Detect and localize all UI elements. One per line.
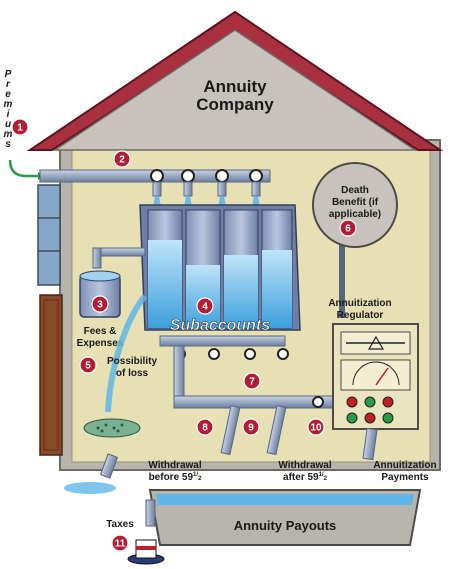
loss-leak-stream	[105, 294, 148, 413]
premiums-letter: m	[4, 99, 13, 110]
roof	[26, 10, 444, 151]
withdrawal-before-label-1: Withdrawal	[148, 460, 201, 471]
svg-text:9: 9	[248, 423, 254, 434]
svg-text:1: 1	[17, 123, 23, 134]
premiums-letter: r	[6, 79, 11, 90]
marker-10: 10	[307, 418, 325, 436]
marker-5: 5	[79, 356, 97, 374]
loss-label-1: Possibility	[107, 356, 157, 367]
marker-9: 9	[242, 418, 260, 436]
marker-6: 6	[339, 219, 357, 237]
svg-text:2: 2	[119, 155, 125, 166]
withdrawal-after-label-1: Withdrawal	[278, 460, 331, 471]
valve-icon	[181, 169, 195, 183]
svg-text:4: 4	[202, 302, 208, 313]
marker-1: 1	[11, 118, 29, 136]
payouts-label: Annuity Payouts	[234, 518, 337, 533]
valve-icon	[215, 169, 229, 183]
valve-icon	[312, 396, 324, 408]
death-benefit-gauge	[312, 162, 398, 248]
marker-3: 3	[91, 295, 109, 313]
regulator-label-2: Regulator	[337, 310, 384, 321]
premiums-letter: u	[5, 119, 11, 130]
valve-icon	[277, 348, 289, 360]
valve-icon	[208, 348, 220, 360]
premiums-letter: P	[5, 69, 12, 80]
fees-label-2: Expenses	[77, 338, 124, 349]
window	[37, 184, 61, 286]
valve-icon	[150, 169, 164, 183]
svg-text:3: 3	[97, 300, 103, 311]
premiums-letter: e	[5, 89, 11, 100]
death-label-2: Benefit (if	[332, 197, 379, 208]
door	[39, 294, 63, 456]
marker-4: 4	[196, 297, 214, 315]
svg-text:8: 8	[202, 423, 208, 434]
svg-text:5: 5	[85, 361, 91, 372]
svg-text:10: 10	[310, 423, 322, 434]
marker-11: 11	[111, 534, 129, 552]
annuitization-payments-label-1: Annuitization	[373, 460, 436, 471]
premiums-arrow	[8, 159, 38, 178]
premiums-letter: m	[4, 129, 13, 140]
numbered-markers: 1 2 3 4 5 6 7 8 9 10 11	[11, 118, 357, 552]
title-line-2: Company	[196, 95, 274, 114]
withdrawal-after-pipe	[266, 405, 287, 456]
loss-label-2: of loss	[116, 368, 149, 379]
drain	[83, 418, 141, 438]
outlet-manifold	[159, 335, 286, 347]
premiums-letter: s	[5, 139, 11, 150]
fees-label-1: Fees &	[84, 326, 117, 337]
title-line-1: Annuity	[203, 77, 267, 96]
regulator-knobs	[346, 396, 394, 424]
subaccounts-tanks	[139, 204, 301, 331]
water-puddle	[64, 482, 116, 494]
svg-text:7: 7	[249, 377, 255, 388]
svg-text:11: 11	[115, 539, 126, 550]
valve-icon	[249, 169, 263, 183]
regulator-label-1: Annuitization	[328, 298, 391, 309]
marker-7: 7	[243, 372, 261, 390]
withdrawal-before-label-2: before 591/2	[149, 472, 202, 483]
withdrawal-before-pipe	[220, 405, 241, 456]
marker-8: 8	[196, 418, 214, 436]
marker-2: 2	[113, 150, 131, 168]
premiums-letter: i	[7, 109, 10, 120]
withdrawal-after-label-2: after 591/2	[283, 472, 328, 483]
gable	[52, 29, 418, 151]
subaccounts-label: Subaccounts	[170, 317, 271, 334]
annuitization-payments-label-2: Payments	[381, 472, 429, 483]
death-label-1: Death	[341, 185, 369, 196]
valve-icon	[244, 348, 256, 360]
death-label-3: applicable)	[329, 209, 381, 220]
taxes-label: Taxes	[106, 519, 134, 530]
fees-pipe	[96, 247, 146, 257]
svg-text:6: 6	[345, 224, 351, 235]
